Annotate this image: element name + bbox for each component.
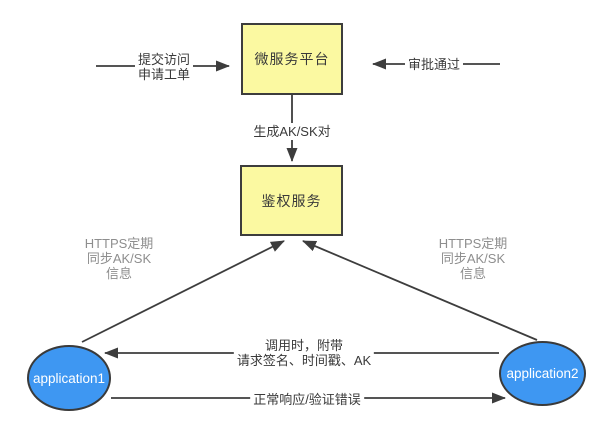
node-application2: application2 (499, 341, 586, 406)
edge-label-approval: 审批通过 (404, 56, 464, 73)
edge-label-call: 调用时，附带 请求签名、时间戳、AK (233, 337, 375, 369)
edge-label-response: 正常响应/验证错误 (250, 391, 364, 408)
node-application1: application1 (27, 345, 111, 411)
edge-label-sync-app2: HTTPS定期 同步AK/SK 信息 (438, 236, 508, 281)
arrow-sync-app1-auth (81, 240, 285, 343)
edge-label-submit-ticket: 提交访问 申请工单 (134, 51, 194, 83)
node-microservice-platform: 微服务平台 (241, 23, 343, 95)
node-microservice-platform-label: 微服务平台 (254, 51, 330, 67)
node-application2-label: application2 (506, 366, 579, 381)
edge-label-sync-app1: HTTPS定期 同步AK/SK 信息 (84, 236, 154, 281)
arrow-sync-app2-auth (302, 240, 538, 341)
node-auth-service-label: 鉴权服务 (261, 192, 322, 209)
node-auth-service: 鉴权服务 (240, 165, 343, 236)
edge-label-generate-aksk: 生成AK/SK对 (250, 123, 334, 140)
node-application1-label: application1 (32, 370, 106, 386)
